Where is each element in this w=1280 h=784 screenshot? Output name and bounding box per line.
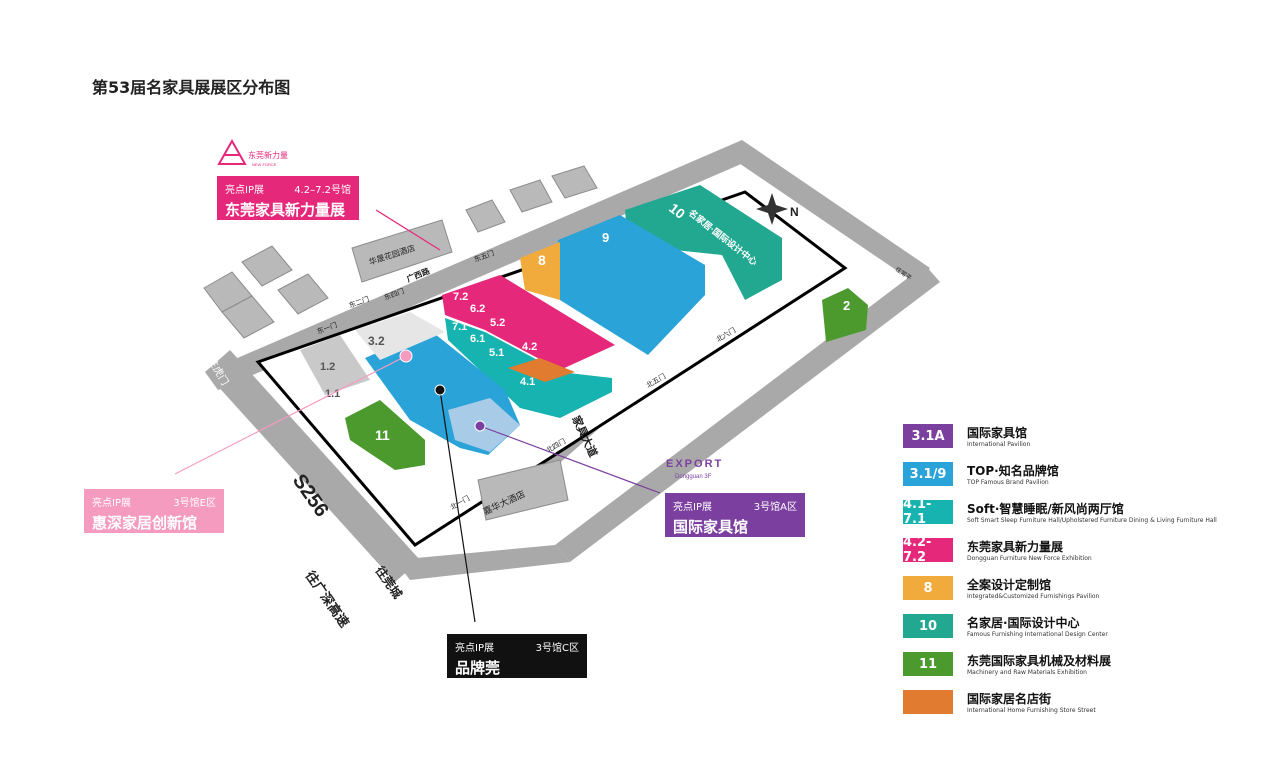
legend-label-en: Dongguan Furniture New Force Exhibition xyxy=(967,555,1092,562)
legend-label-en: TOP Famous Brand Pavilion xyxy=(967,479,1049,486)
hall-4-2-number: 4.2 xyxy=(522,341,537,353)
leader-lines xyxy=(174,209,661,623)
legend-label: 东莞国际家具机械及材料展 xyxy=(967,654,1112,668)
callout-huishen-tag: 亮点IP展 xyxy=(92,498,131,509)
top-road xyxy=(205,140,755,390)
hall-2-number: 2 xyxy=(843,298,850,313)
callout-newforce-name: 东莞家具新力量展 xyxy=(225,201,346,219)
hall-5-2-number: 5.2 xyxy=(490,317,505,329)
export-logo-sub: Dongguan 3F xyxy=(675,474,712,480)
newforce-logo xyxy=(217,138,247,165)
hall-2 xyxy=(822,288,868,342)
legend-label-en: International Pavilion xyxy=(967,441,1031,448)
legend-item: 10 名家居·国际设计中心 Famous Furnishing Internat… xyxy=(903,614,1263,640)
legend-item: 4.2-7.2 东莞家具新力量展 Dongguan Furniture New … xyxy=(903,535,1263,565)
legend-badge: 3.1A xyxy=(903,424,953,448)
legend-label-en: International Home Furnishing Store Stre… xyxy=(967,707,1096,714)
marker-huishen xyxy=(399,349,413,363)
svg-text:N: N xyxy=(790,205,799,219)
legend-item: 8 全案设计定制馆 Integrated&Customized Furnishi… xyxy=(903,576,1263,602)
marker-pinpai xyxy=(434,384,446,396)
hall-8-number: 8 xyxy=(538,252,546,268)
hall-7-2-number: 7.2 xyxy=(453,291,468,303)
callout-export-tag: 亮点IP展 xyxy=(673,502,712,513)
legend-item: 3.1/9 TOP·知名品牌馆 TOP Famous Brand Pavilio… xyxy=(903,462,1263,488)
legend-label-en: Famous Furnishing International Design C… xyxy=(967,631,1108,638)
callout-huishen-name: 惠深家居创新馆 xyxy=(92,514,198,532)
legend-label: 东莞家具新力量展 xyxy=(967,540,1064,554)
store-street xyxy=(508,358,575,382)
hall-3-grey xyxy=(355,312,445,360)
legend-label: 名家居·国际设计中心 xyxy=(967,616,1080,630)
legend-badge xyxy=(903,690,953,714)
hall-dongguan-newforce xyxy=(442,275,615,370)
legend-badge: 10 xyxy=(903,614,953,638)
callout-export: 亮点IP展 3号馆A区 国际家具馆 xyxy=(665,493,805,537)
legend-badge: 11 xyxy=(903,652,953,676)
callout-newforce-hall: 4.2–7.2号馆 xyxy=(294,185,351,196)
legend-badge: 4.1-7.1 xyxy=(903,497,953,527)
legend-badge: 8 xyxy=(903,576,953,600)
callout-pinpai-tag: 亮点IP展 xyxy=(455,643,494,654)
callout-huishen-hall: 3号馆E区 xyxy=(173,498,216,509)
compass-icon: N xyxy=(756,193,799,225)
page-title: 第53届名家具展展区分布图 xyxy=(92,78,291,97)
legend-label: 国际家具馆 xyxy=(967,426,1028,440)
legend-label: 全案设计定制馆 xyxy=(967,578,1052,592)
hall-10 xyxy=(625,185,782,300)
legend-label-en: Integrated&Customized Furnishings Pavili… xyxy=(967,593,1100,600)
hall-5-1-number: 5.1 xyxy=(489,347,504,359)
legend-label: 国际家居名店街 xyxy=(967,692,1052,706)
legend-label-en: Machinery and Raw Materials Exhibition xyxy=(967,669,1087,676)
callout-export-hall: 3号馆A区 xyxy=(753,502,797,513)
hall-8 xyxy=(520,242,560,300)
callout-pinpai-name: 品牌莞 xyxy=(455,659,501,677)
hall-1-2-number: 1.2 xyxy=(320,361,335,373)
legend-label-en: Soft Smart Sleep Furniture Hall/Upholste… xyxy=(967,517,1217,524)
hall-7-1-number: 7.1 xyxy=(452,321,467,333)
upper-right-road xyxy=(730,140,930,285)
callout-huishen: 亮点IP展 3号馆E区 惠深家居创新馆 xyxy=(84,489,224,533)
callout-pinpai: 亮点IP展 3号馆C区 品牌莞 xyxy=(447,634,587,678)
hall-9 xyxy=(558,215,705,355)
callout-newforce-tag: 亮点IP展 xyxy=(225,185,264,196)
newforce-logo-en: NEW FORCE xyxy=(252,162,277,167)
newforce-logo-text: 东莞新力量 xyxy=(248,150,288,160)
legend-label: Soft·智慧睡眠/新风尚两厅馆 xyxy=(967,502,1124,516)
hall-11-number: 11 xyxy=(375,427,390,443)
legend-item: 11 东莞国际家具机械及材料展 Machinery and Raw Materi… xyxy=(903,652,1263,678)
outside-buildings xyxy=(203,165,598,521)
callout-pinpai-hall: 3号馆C区 xyxy=(535,643,579,654)
hall-3-2-number: 3.2 xyxy=(368,334,385,348)
hall-11 xyxy=(345,400,425,470)
hall-9-number: 9 xyxy=(602,230,609,245)
legend-item: 国际家居名店街 International Home Furnishing St… xyxy=(903,690,1263,716)
bottom-road xyxy=(395,545,570,580)
s256-road xyxy=(205,350,420,582)
callout-newforce: 亮点IP展 4.2–7.2号馆 东莞家具新力量展 xyxy=(217,176,359,220)
marker-export xyxy=(474,420,486,432)
hall-4-1-number: 4.1 xyxy=(520,376,535,388)
right-road xyxy=(555,265,940,562)
legend-item: 3.1A 国际家具馆 International Pavilion xyxy=(903,424,1263,450)
legend-badge: 4.2-7.2 xyxy=(903,535,953,565)
callout-export-name: 国际家具馆 xyxy=(673,518,749,536)
legend-label: TOP·知名品牌馆 xyxy=(967,464,1059,478)
legend-badge: 3.1/9 xyxy=(903,462,953,486)
hall-1-2 xyxy=(300,335,370,395)
legend-item: 4.1-7.1 Soft·智慧睡眠/新风尚两厅馆 Soft Smart Slee… xyxy=(903,497,1263,527)
hall-6-1-number: 6.1 xyxy=(470,333,485,345)
hall-6-2-number: 6.2 xyxy=(470,303,485,315)
export-logo: EXPORT xyxy=(666,458,723,470)
highway-label: 往广深高速 xyxy=(303,568,353,630)
